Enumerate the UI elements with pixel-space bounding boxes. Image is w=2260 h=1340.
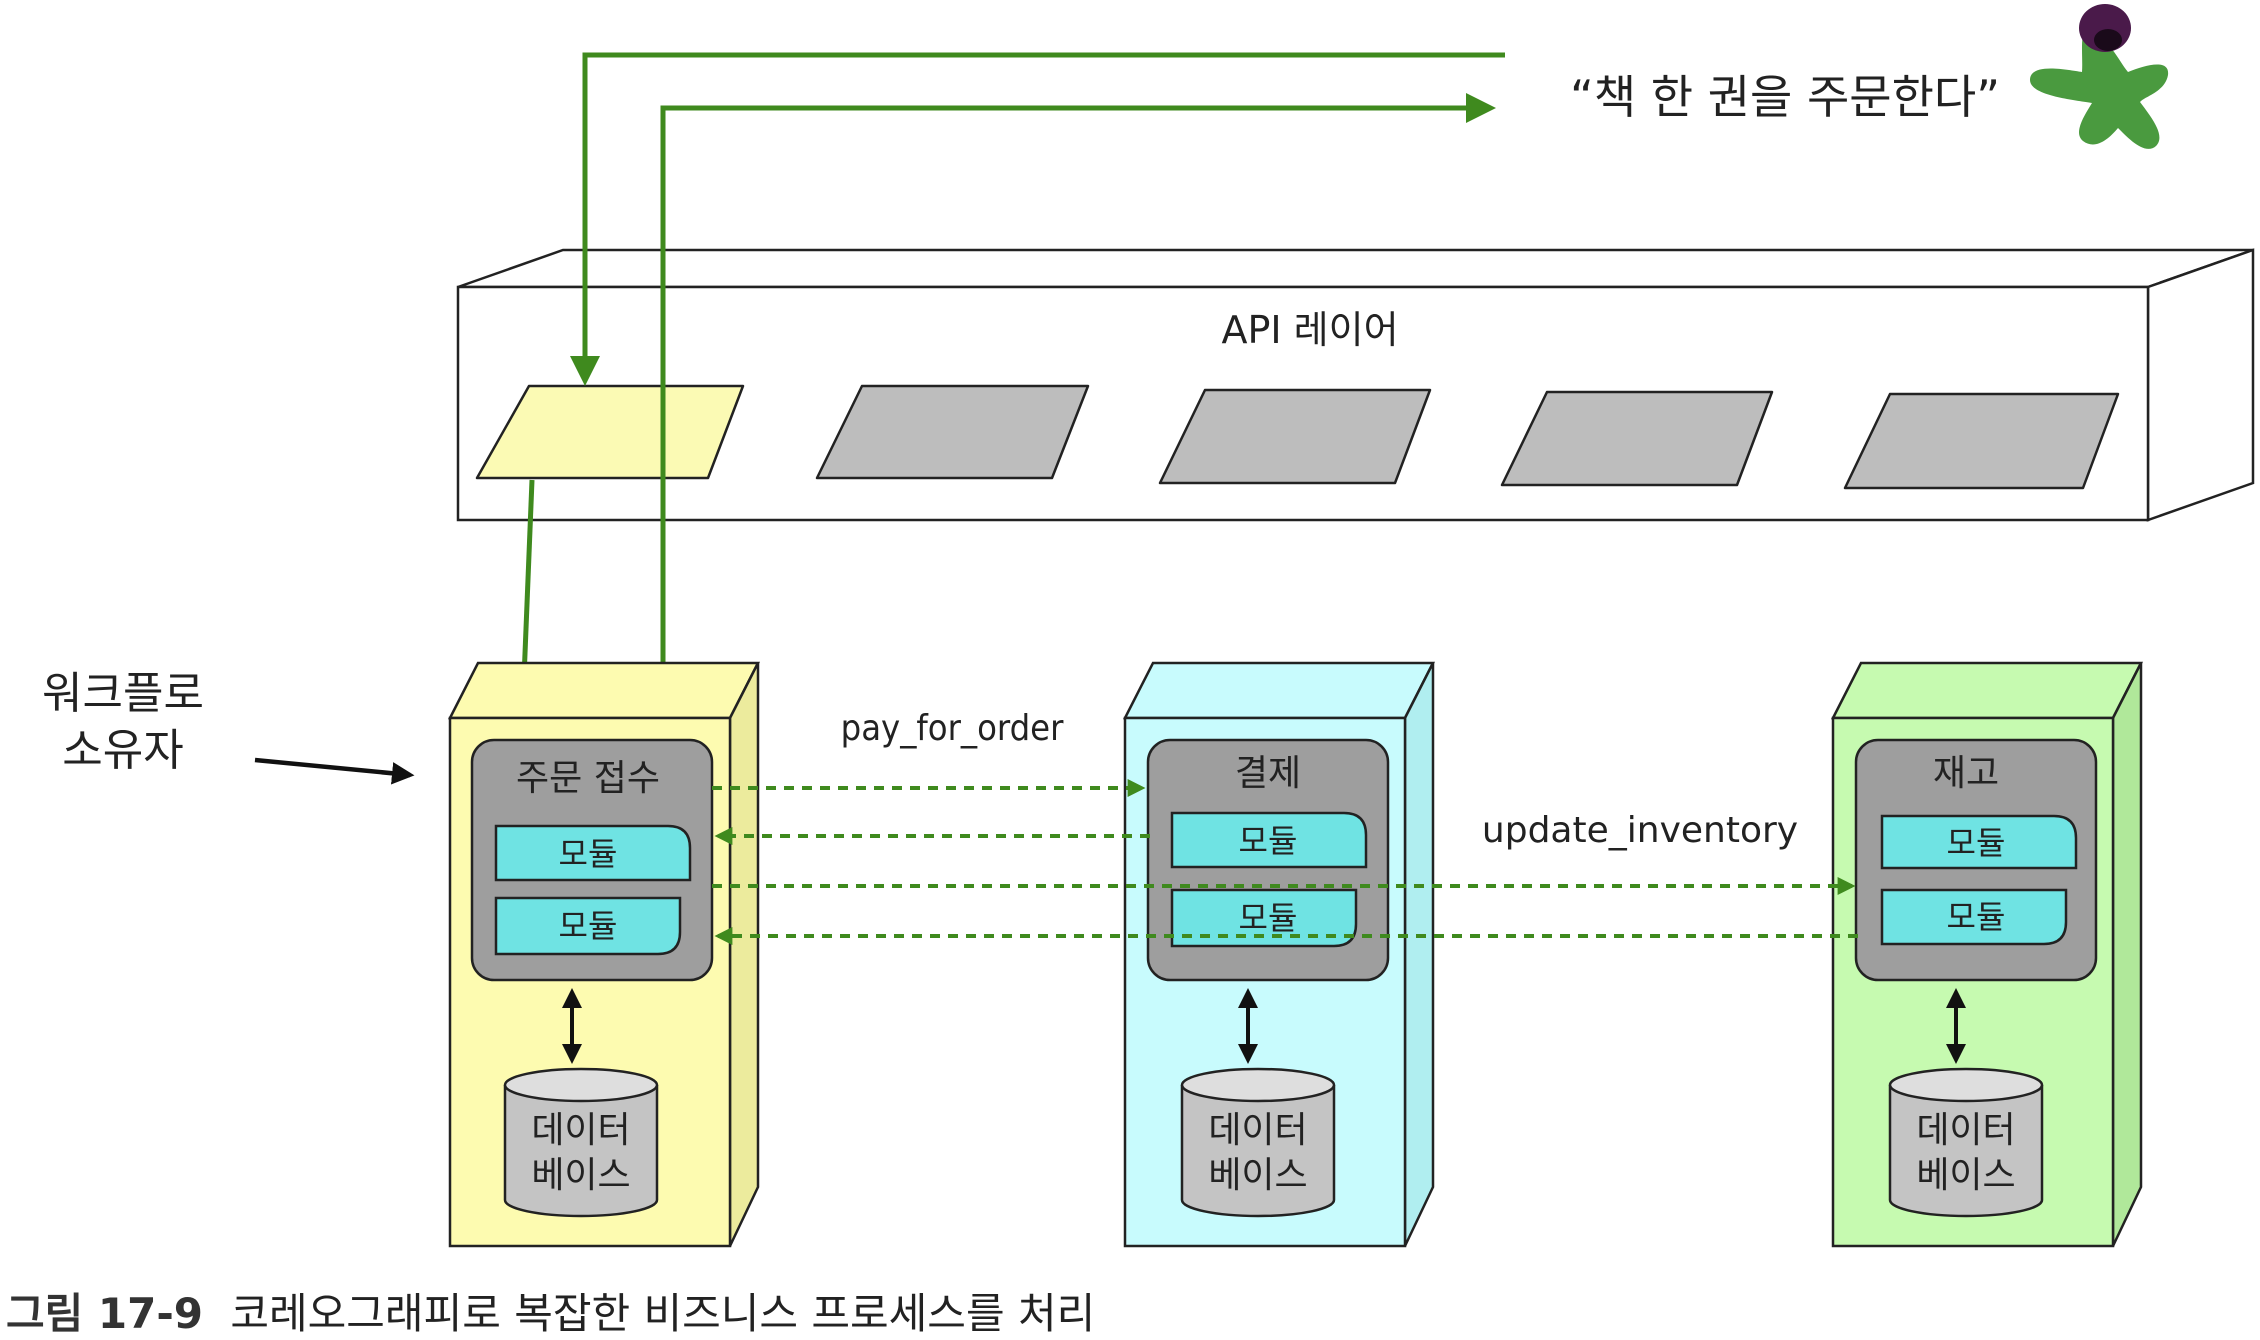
api-layer-label: API 레이어 [1221,308,1398,352]
database-icon [1888,1067,2044,1218]
service-title: 재고 [1933,753,1999,794]
svg-text:모듈: 모듈 [1239,899,1298,937]
svg-text:베이스: 베이스 [1916,1155,2015,1196]
caption-number: 그림 17-9 [6,1289,203,1338]
svg-text:모듈: 모듈 [1947,898,2006,936]
module-1 [1880,814,2078,870]
svg-text:모듈: 모듈 [1239,822,1298,860]
api-endpoint-order [475,384,745,480]
module-1 [494,824,692,882]
pay-for-order-label: pay_for_order [841,708,1064,749]
module-2 [1880,888,2068,946]
figure-caption: 그림 17-9 코레오그래피로 복잡한 비즈니스 프로세스를 처리 [6,1289,1095,1338]
svg-text:모듈: 모듈 [559,907,618,945]
service-order-intake: 주문 접수 모듈 모듈 데이터 베이스 [447,661,761,1248]
api-endpoint-3 [1158,388,1432,485]
database-icon [503,1067,659,1218]
module-2 [1170,888,1358,948]
service-payment: 결제 모듈 모듈 데이터 베이스 [1122,661,1436,1248]
svg-text:데이터: 데이터 [1208,1110,1307,1151]
module-1 [1170,811,1368,869]
customer-actor-icon [2030,4,2169,149]
workflow-owner-line2: 소유자 [62,725,183,776]
api-endpoint-4 [1500,390,1774,487]
svg-text:모듈: 모듈 [559,835,618,873]
update-inventory-label: update_inventory [1482,810,1798,851]
module-2 [494,896,682,956]
api-layer: API 레이어 [456,248,2255,522]
svg-text:데이터: 데이터 [1916,1110,2015,1151]
workflow-owner: 워크플로 소유자 [42,668,415,785]
svg-text:그림 17-9 코레오그래피로 복잡한 비즈니스: 그림 17-9 코레오그래피로 복잡한 비즈니스 프로세스를 처리 [6,1289,1095,1338]
service-title: 결제 [1235,753,1301,794]
api-endpoint-2 [815,384,1090,480]
service-title: 주문 접수 [516,758,660,799]
request-quote: “책 한 권을 주문한다” [1570,70,2000,124]
api-endpoint-5 [1843,392,2120,490]
choreography-messages: pay_for_order update_inventory [712,708,1858,945]
response-arrow [660,93,1496,728]
database-icon [1180,1067,1336,1218]
svg-text:베이스: 베이스 [531,1155,630,1196]
caption-text: 코레오그래피로 복잡한 비즈니스 프로세스를 처리 [230,1289,1095,1338]
request-arrow [570,52,1505,386]
workflow-owner-arrow [254,757,415,785]
svg-text:모듈: 모듈 [1947,824,2006,862]
workflow-owner-line1: 워크플로 [42,668,204,719]
svg-text:데이터: 데이터 [531,1110,630,1151]
service-inventory: 재고 모듈 모듈 데이터 베이스 [1830,661,2144,1248]
svg-text:베이스: 베이스 [1208,1155,1307,1196]
